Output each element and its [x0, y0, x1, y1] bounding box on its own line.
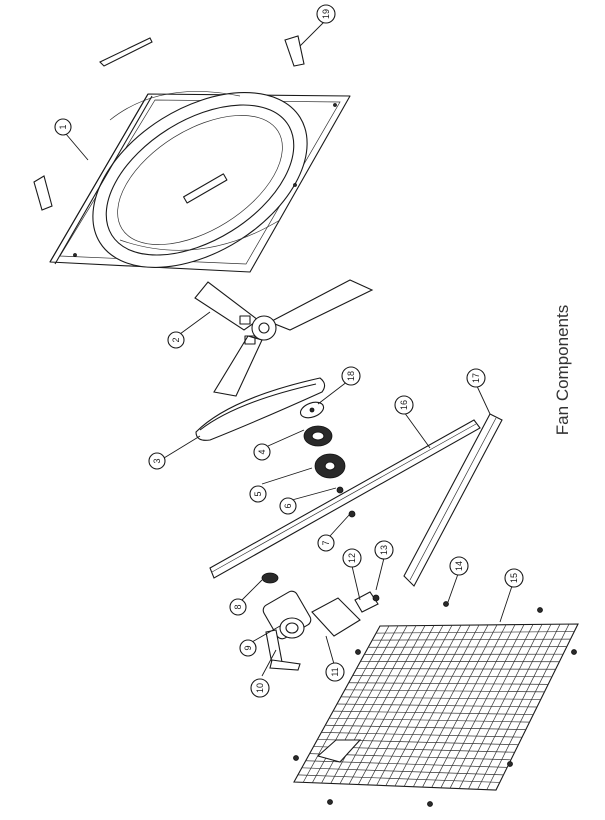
svg-text:18: 18	[346, 371, 356, 381]
fan-blade-assembly	[194, 279, 374, 397]
svg-text:12: 12	[347, 553, 357, 563]
grille-wire	[422, 624, 507, 788]
callout-18: 18	[341, 366, 361, 386]
svg-text:3: 3	[152, 458, 162, 463]
grille-wire	[329, 717, 530, 723]
svg-text:10: 10	[255, 683, 265, 693]
fan-panel-venturi	[49, 91, 351, 273]
grille-wire	[477, 624, 561, 790]
grille-wire	[301, 767, 504, 776]
callout-5: 5	[249, 485, 267, 503]
side-brackets	[33, 35, 305, 211]
support-rail-16	[209, 419, 481, 579]
callout-3: 3	[148, 452, 166, 470]
svg-text:14: 14	[454, 561, 464, 571]
svg-text:5: 5	[253, 491, 263, 496]
leader-lines	[65, 19, 513, 677]
callout-14: 14	[449, 556, 469, 576]
svg-text:19: 19	[321, 9, 331, 19]
svg-text:1: 1	[58, 124, 68, 129]
angle-rail-17	[403, 413, 503, 587]
motor-assembly	[261, 572, 380, 671]
svg-text:16: 16	[399, 400, 409, 410]
svg-text:7: 7	[321, 540, 331, 545]
callout-9: 9	[239, 639, 257, 657]
callout-12: 12	[342, 548, 362, 568]
pulleys-hub	[299, 401, 356, 518]
callout-1: 1	[54, 118, 72, 136]
grille-wire	[336, 703, 538, 708]
callout-2: 2	[167, 331, 185, 349]
callout-4: 4	[253, 443, 271, 461]
svg-text:2: 2	[171, 337, 181, 342]
svg-text:6: 6	[283, 503, 293, 508]
callout-8: 8	[229, 598, 247, 616]
grille-wire	[297, 774, 500, 783]
callout-17: 17	[466, 368, 486, 388]
callout-11: 11	[325, 662, 345, 682]
drive-belt	[195, 377, 326, 441]
callout-7: 7	[317, 534, 335, 552]
svg-text:11: 11	[330, 667, 340, 676]
grille-wire	[449, 624, 534, 789]
grille-wire	[458, 624, 543, 789]
svg-text:4: 4	[257, 449, 267, 454]
svg-text:8: 8	[233, 604, 243, 609]
grille-wire	[440, 624, 525, 788]
callout-19: 19	[316, 4, 336, 24]
svg-text:9: 9	[243, 645, 253, 650]
callout-6: 6	[279, 497, 297, 515]
grille-wire	[413, 624, 498, 787]
diagram-title: Fan Components	[553, 305, 572, 435]
callout-16: 16	[394, 395, 414, 415]
svg-text:13: 13	[379, 545, 389, 555]
grille-wire	[333, 710, 534, 715]
grille-wire	[431, 624, 516, 788]
svg-text:17: 17	[471, 373, 481, 383]
callout-10: 10	[250, 678, 270, 698]
grille-wire	[486, 623, 570, 790]
callout-13: 13	[374, 540, 394, 560]
grille-wire	[321, 732, 523, 738]
grille-wire	[468, 624, 552, 790]
callout-15: 15	[504, 568, 524, 588]
fan-guard-grille	[293, 601, 579, 807]
svg-text:15: 15	[509, 573, 519, 583]
grille-wire	[403, 624, 489, 787]
grille-wire	[325, 724, 526, 730]
